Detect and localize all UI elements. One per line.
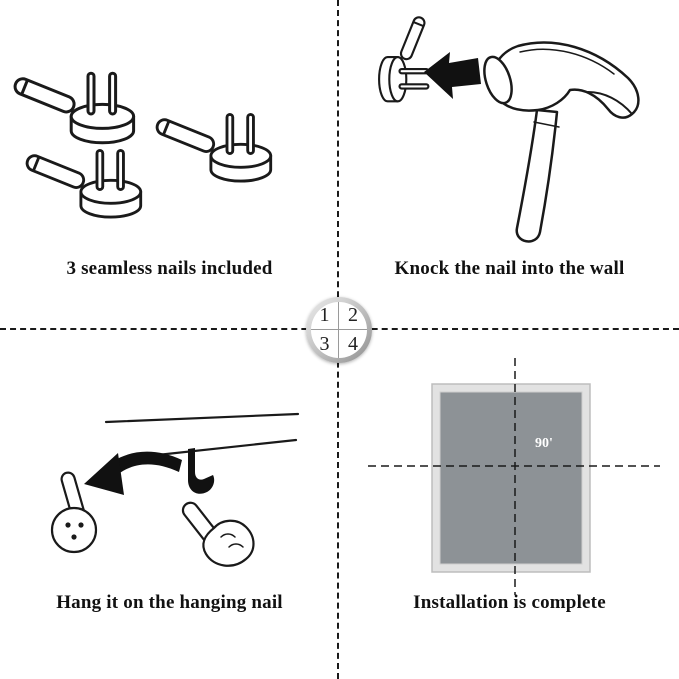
hanging-hook-icon	[188, 448, 215, 494]
picture-frame-inner	[439, 391, 583, 565]
nails-illustration	[11, 71, 273, 219]
badge-number-4: 4	[348, 332, 358, 355]
step-4-caption: Installation is complete	[413, 592, 606, 613]
wall-lines	[104, 412, 300, 458]
hook-nail-front-icon	[50, 471, 98, 554]
hook-nail-icon	[11, 71, 136, 145]
step-1-caption: 3 seamless nails included	[66, 258, 273, 279]
frame-illustration: 90'	[368, 358, 660, 595]
badge-number-3: 3	[311, 330, 339, 358]
hook-nail-icon	[378, 14, 430, 103]
swoosh-arrow-icon	[84, 451, 182, 495]
arrow-left-icon	[424, 52, 481, 99]
angle-label: 90'	[535, 436, 553, 451]
hammer-icon	[483, 41, 640, 243]
badge-number-grid: 1 2 3 4	[311, 302, 367, 358]
badge-number-2: 2	[339, 302, 367, 330]
step-3-caption: Hang it on the hanging nail	[56, 592, 283, 613]
step-1-panel: 3 seamless nails included	[0, 0, 339, 330]
badge-number-1: 1	[311, 302, 339, 330]
hook-nail-icon	[23, 148, 143, 219]
step-counter-badge: 1 2 3 4	[306, 297, 372, 363]
step-4-panel: 90' Installation is complete	[340, 330, 679, 679]
hammer-illustration	[378, 14, 640, 243]
hook-nail-icon	[153, 112, 273, 183]
step-3-panel: Hang it on the hanging nail	[0, 330, 339, 679]
hanging-illustration	[50, 412, 300, 567]
step-2-panel: Knock the nail into the wall	[340, 0, 679, 330]
step-2-caption: Knock the nail into the wall	[394, 258, 625, 279]
pointing-hand-icon	[181, 501, 255, 567]
